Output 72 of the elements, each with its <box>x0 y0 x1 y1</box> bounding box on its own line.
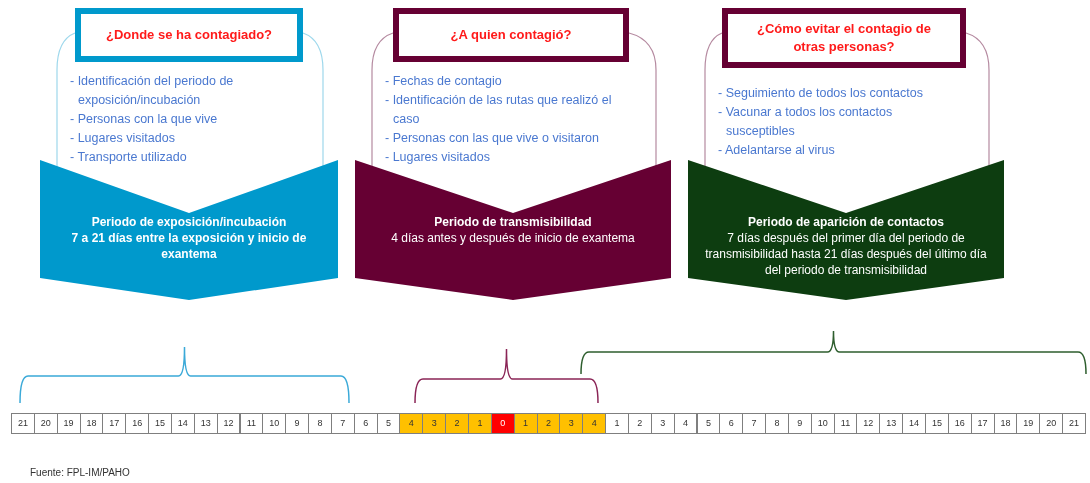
day-cell: 17 <box>102 413 127 434</box>
day-cell: 9 <box>285 413 310 434</box>
day-cell: 19 <box>1016 413 1041 434</box>
day-cell: 7 <box>742 413 767 434</box>
day-cell: 3 <box>422 413 447 434</box>
day-cell: 1 <box>468 413 492 434</box>
day-cell: 0 <box>490 413 515 434</box>
period-text: Periodo de aparición de contactos <box>747 214 944 230</box>
day-cell: 19 <box>56 413 81 434</box>
day-cell: 14 <box>902 413 926 434</box>
day-cell: 12 <box>856 413 881 434</box>
question-text: ¿Cómo evitar el contagio de otras personas? <box>755 20 933 56</box>
bullet-item: - Identificación del periodo de exposición/incubación <box>70 73 235 109</box>
bullet-item: - Fechas de contagio <box>385 73 503 90</box>
day-cell: 21 <box>1062 413 1086 434</box>
day-cell: 6 <box>353 413 378 434</box>
question-text: ¿Donde se ha contagiado? <box>105 26 273 44</box>
day-cell: 3 <box>559 413 584 434</box>
day-cell: 14 <box>170 413 195 434</box>
question-box <box>393 8 629 62</box>
day-cell: 4 <box>582 413 607 434</box>
chevron-shape <box>688 160 1004 300</box>
bullet-item: - Lugares visitados <box>70 130 176 147</box>
day-cell: 18 <box>79 413 104 434</box>
day-cell: 9 <box>787 413 812 434</box>
day-cell: 5 <box>376 413 401 434</box>
day-cell: 16 <box>947 413 972 434</box>
bullet-item: - Personas con las que vive o visitaron <box>385 130 600 147</box>
period-text: 7 a 21 días entre la exposición y inicio de exantema <box>70 230 308 262</box>
day-cell: 10 <box>262 413 287 434</box>
day-cell: 8 <box>765 413 789 434</box>
day-cell: 3 <box>650 413 675 434</box>
day-cell: 16 <box>125 413 150 434</box>
period-text: Periodo de exposición/incubación <box>91 214 287 230</box>
day-cell: 17 <box>970 413 995 434</box>
question-box <box>722 8 966 68</box>
bullet-item: - Personas con la que vive <box>70 111 219 128</box>
day-cell: 21 <box>11 413 35 434</box>
period-text: 7 días después del primer día del periodo de transmisibilidad hasta 21 días después del último día del periodo de transmisibilidad <box>704 230 988 278</box>
question-box <box>75 8 303 62</box>
bullet-item: - Vacunar a todos los contactos susceptibles <box>718 104 894 140</box>
day-cell: 18 <box>993 413 1018 434</box>
bullet-item: - Lugares visitados <box>385 149 491 166</box>
period-text: Periodo de transmisibilidad <box>434 214 592 230</box>
day-cell: 13 <box>879 413 904 434</box>
day-cell: 12 <box>216 413 241 434</box>
day-cell: 5 <box>696 413 721 434</box>
day-cell: 6 <box>719 413 744 434</box>
bullet-item: - Seguimiento de todos los contactos <box>718 85 924 102</box>
day-cell: 4 <box>673 413 698 434</box>
day-cell: 2 <box>627 413 652 434</box>
day-cell: 20 <box>1039 413 1064 434</box>
day-cell: 11 <box>239 413 264 434</box>
day-cell: 2 <box>536 413 561 434</box>
question-text: ¿A quien contagió? <box>450 26 572 44</box>
day-cell: 13 <box>193 413 218 434</box>
period-text: 4 días antes y después de inicio de exantema <box>391 230 635 246</box>
day-cell: 7 <box>330 413 355 434</box>
day-cell: 10 <box>810 413 835 434</box>
day-cell: 20 <box>33 413 58 434</box>
day-cell: 1 <box>605 413 629 434</box>
day-cell: 15 <box>148 413 172 434</box>
day-cell: 15 <box>925 413 949 434</box>
source-note: Fuente: FPL-IM/PAHO <box>30 466 130 480</box>
bullet-item: - Adelantarse al virus <box>718 142 836 159</box>
bullet-item: - Identificación de las rutas que realizó el caso <box>385 92 613 128</box>
day-cell: 2 <box>445 413 469 434</box>
day-cell: 11 <box>833 413 858 434</box>
day-cell: 8 <box>308 413 332 434</box>
day-cell: 4 <box>399 413 424 434</box>
bullet-item: - Transporte utilizado <box>70 149 188 166</box>
day-cell: 1 <box>513 413 538 434</box>
